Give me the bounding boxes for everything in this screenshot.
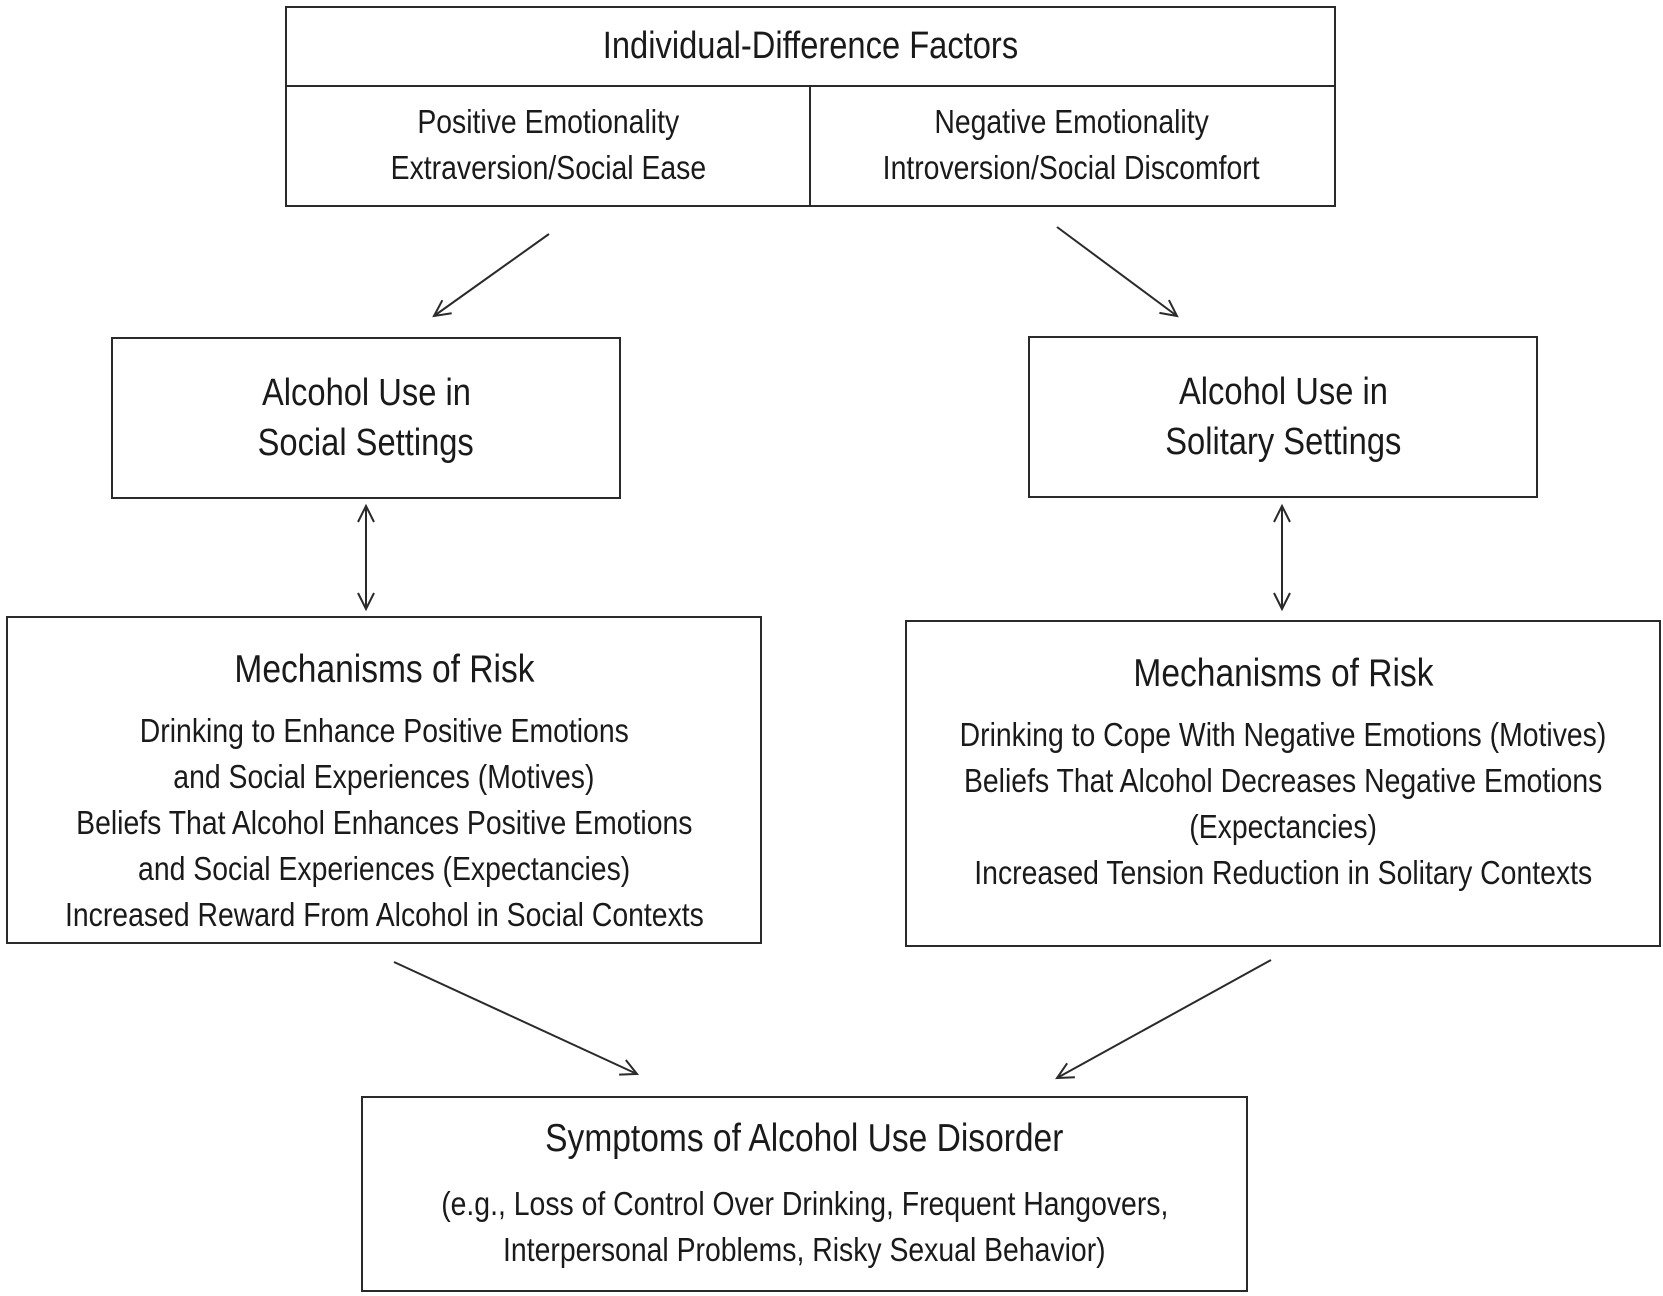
introversion-label: Introversion/Social Discomfort <box>883 149 1260 186</box>
negative-emotionality-label: Negative Emotionality <box>934 103 1209 140</box>
social-settings-box: Alcohol Use in Social Settings <box>111 337 621 499</box>
positive-emotionality-cell: Positive Emotionality Extraversion/Socia… <box>287 85 811 205</box>
mechanisms-social-line: and Social Experiences (Motives) <box>173 758 595 795</box>
positive-emotionality-label: Positive Emotionality <box>417 103 679 140</box>
mechanisms-solitary-line: Beliefs That Alcohol Decreases Negative … <box>963 762 1603 799</box>
mechanisms-solitary-line: Drinking to Cope With Negative Emotions … <box>959 716 1607 753</box>
mechanisms-solitary-title: Mechanisms of Risk <box>1132 652 1434 695</box>
social-settings-line2: Social Settings <box>257 422 475 464</box>
solitary-settings-line2: Solitary Settings <box>1164 421 1402 463</box>
solitary-settings-box: Alcohol Use in Solitary Settings <box>1028 336 1538 498</box>
mechanisms-social-line: and Social Experiences (Expectancies) <box>137 850 631 887</box>
extraversion-label: Extraversion/Social Ease <box>390 149 706 186</box>
individual-difference-factors-box: Individual-Difference Factors Positive E… <box>285 6 1336 207</box>
mechanisms-of-risk-solitary-box: Mechanisms of Risk Drinking to Cope With… <box>905 620 1661 947</box>
arrow-social-mechanisms-to-symptoms <box>393 961 640 1076</box>
social-settings-line1: Alcohol Use in <box>261 372 471 414</box>
negative-emotionality-cell: Negative Emotionality Introversion/Socia… <box>809 85 1334 205</box>
mechanisms-solitary-line: (Expectancies) <box>1189 808 1377 845</box>
arrow-negative-to-solitary <box>1056 226 1179 318</box>
mechanisms-of-risk-social-box: Mechanisms of Risk Drinking to Enhance P… <box>6 616 762 944</box>
solitary-settings-line1: Alcohol Use in <box>1178 371 1388 413</box>
factors-header: Individual-Difference Factors <box>287 8 1334 87</box>
factors-title: Individual-Difference Factors <box>602 25 1019 67</box>
arrow-positive-to-social <box>432 233 550 318</box>
mechanisms-social-line: Drinking to Enhance Positive Emotions <box>139 712 629 749</box>
symptoms-box: Symptoms of Alcohol Use Disorder (e.g., … <box>361 1096 1248 1292</box>
symptoms-title: Symptoms of Alcohol Use Disorder <box>545 1117 1064 1160</box>
mechanisms-social-title: Mechanisms of Risk <box>233 648 535 691</box>
arrow-solitary-mechanisms-to-symptoms <box>1055 959 1272 1080</box>
mechanisms-social-line: Increased Reward From Alcohol in Social … <box>64 896 704 933</box>
symptoms-examples-line1: (e.g., Loss of Control Over Drinking, Fr… <box>440 1185 1169 1222</box>
symptoms-examples-line2: Interpersonal Problems, Risky Sexual Beh… <box>503 1231 1106 1268</box>
mechanisms-social-line: Beliefs That Alcohol Enhances Positive E… <box>75 804 693 841</box>
mechanisms-solitary-line: Increased Tension Reduction in Solitary … <box>974 854 1592 891</box>
